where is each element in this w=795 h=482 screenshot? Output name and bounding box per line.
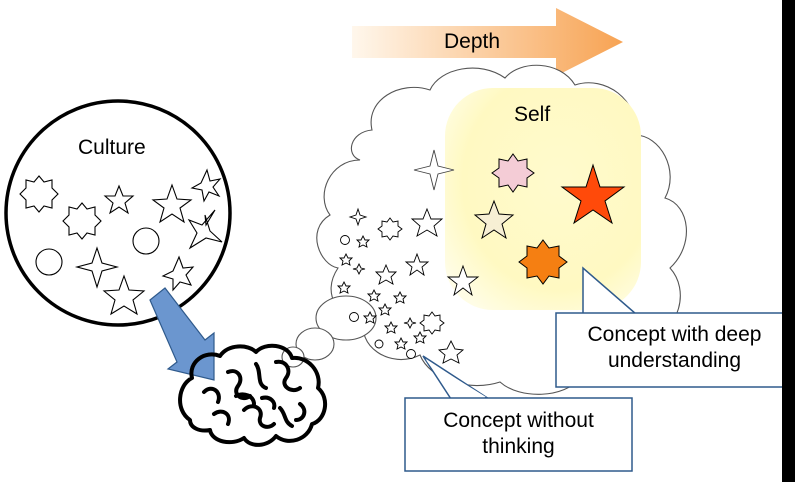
circle-1 bbox=[132, 227, 160, 255]
callout-boxes bbox=[404, 312, 794, 472]
small-burst-2 bbox=[419, 311, 445, 335]
callout-without-line-2: thinking bbox=[482, 435, 555, 458]
star-3 bbox=[190, 168, 222, 203]
beige-star bbox=[473, 199, 515, 240]
depth-label: Depth bbox=[444, 30, 501, 53]
small-star-4 bbox=[374, 263, 398, 285]
small-star-7 bbox=[366, 288, 382, 302]
small-circle-2 bbox=[349, 312, 359, 322]
small-star-6 bbox=[336, 280, 352, 294]
pink-burst bbox=[491, 153, 535, 193]
brain-icon bbox=[178, 343, 328, 447]
cloud-small-shapes bbox=[336, 149, 480, 364]
star-1 bbox=[103, 184, 135, 215]
depth-arrow bbox=[352, 8, 623, 76]
star-6 bbox=[102, 274, 146, 316]
callout-deep-line-1: Concept with deep bbox=[587, 323, 762, 346]
self-label: Self bbox=[514, 103, 551, 126]
circle-2 bbox=[35, 248, 63, 276]
culture-shapes bbox=[19, 168, 223, 316]
culture-label: Culture bbox=[78, 136, 146, 159]
star-5 bbox=[161, 255, 195, 292]
small-sparkle-1 bbox=[348, 207, 368, 227]
burst-2 bbox=[62, 202, 102, 240]
sparkle-1 bbox=[74, 246, 120, 289]
star-4 bbox=[187, 209, 223, 250]
small-circle-1 bbox=[340, 235, 350, 245]
small-circle-4 bbox=[406, 349, 416, 359]
small-star-9 bbox=[377, 302, 393, 316]
small-star-3 bbox=[338, 252, 354, 266]
small-star-11 bbox=[383, 320, 399, 334]
callout-without-thinking: Concept without thinking bbox=[405, 408, 632, 460]
medium-star-gray bbox=[446, 264, 480, 297]
burst-1 bbox=[19, 175, 59, 213]
sparkle-large bbox=[413, 149, 455, 191]
small-star-12 bbox=[393, 336, 409, 350]
callout-deep-understanding: Concept with deep understanding bbox=[556, 322, 793, 374]
small-star-14 bbox=[437, 339, 465, 364]
small-sparkle-3 bbox=[403, 316, 417, 330]
orange-burst bbox=[518, 239, 568, 285]
small-circle-3 bbox=[374, 339, 384, 349]
callout-deep-line-2: understanding bbox=[607, 349, 742, 372]
small-star-8 bbox=[392, 290, 408, 304]
small-burst-1 bbox=[377, 217, 403, 241]
callout-without-line-1: Concept without bbox=[443, 409, 594, 432]
small-star-10 bbox=[362, 310, 378, 324]
small-sparkle-2 bbox=[352, 262, 366, 276]
star-2 bbox=[151, 183, 193, 224]
red-star bbox=[560, 163, 626, 225]
small-star-2 bbox=[355, 234, 371, 248]
small-star-5 bbox=[404, 252, 430, 277]
small-star-1 bbox=[410, 207, 444, 237]
small-star-13 bbox=[412, 330, 428, 344]
right-edge-bar bbox=[782, 0, 795, 482]
self-region bbox=[445, 88, 641, 310]
self-shapes bbox=[473, 153, 626, 285]
